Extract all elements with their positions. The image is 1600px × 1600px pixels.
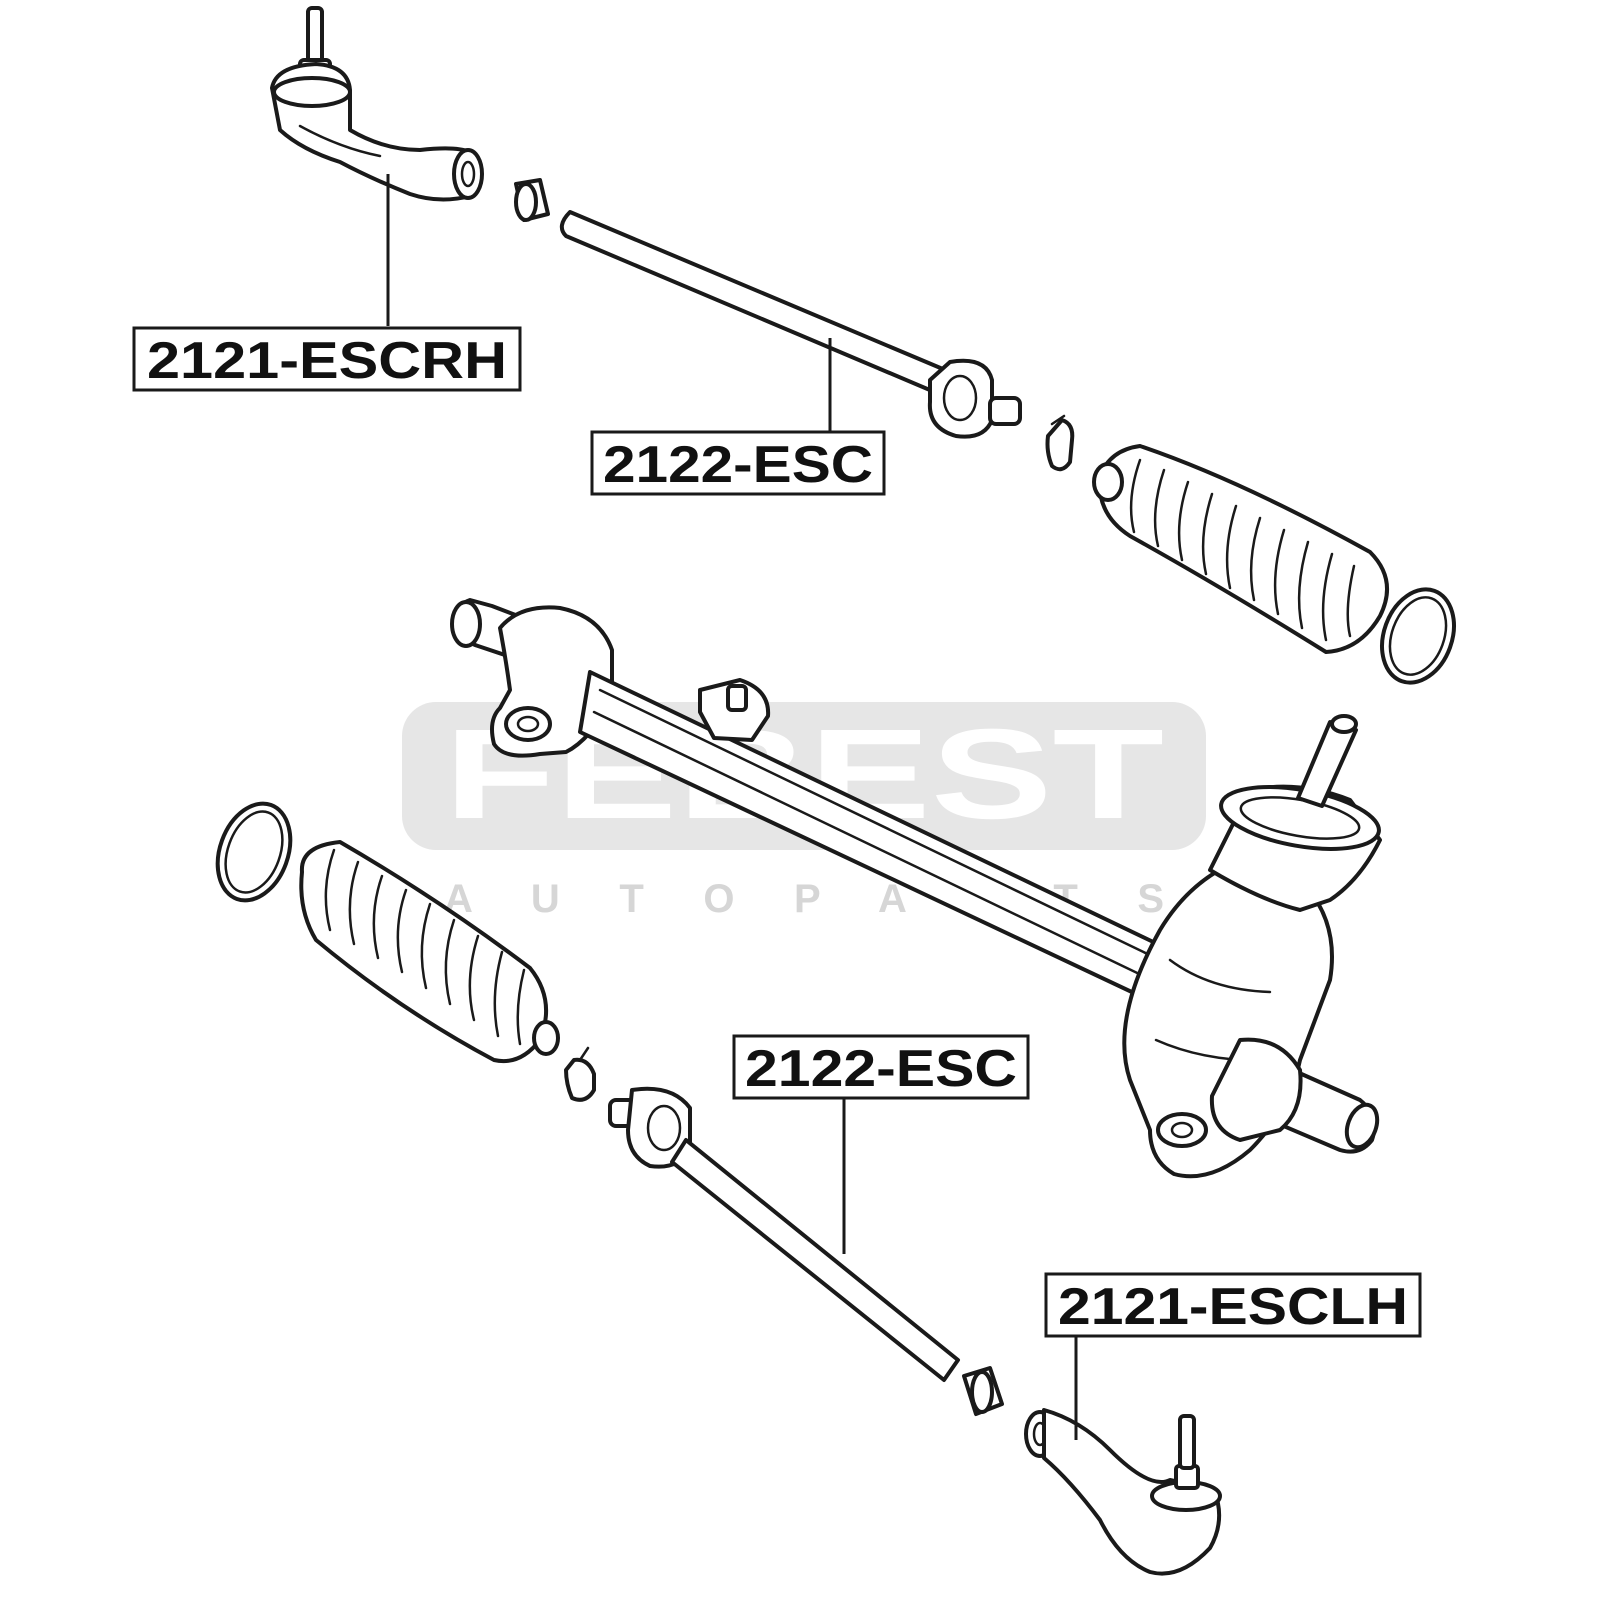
inner-tie-rod-upper — [559, 210, 1022, 439]
label-tie-rod-end-left: 2121-ESCLH — [1044, 1272, 1422, 1338]
boot-clip-lower — [564, 1046, 596, 1102]
boot-lower — [299, 840, 560, 1063]
label-inner-tie-rod-lower: 2122-ESC — [732, 1034, 1030, 1100]
steering-rack-housing — [450, 598, 1382, 1179]
label-text: 2122-ESC — [745, 1040, 1017, 1098]
label-inner-tie-rod-upper: 2122-ESC — [590, 430, 886, 496]
boot-clip-upper — [1045, 414, 1075, 472]
tie-rod-end-left — [1024, 1408, 1222, 1576]
tie-rod-end-right — [270, 6, 484, 202]
inner-tie-rod-lower — [608, 1086, 960, 1382]
lock-nut-upper — [514, 178, 550, 222]
boot-band-lower — [215, 801, 293, 903]
label-tie-rod-end-right: 2121-ESCRH — [132, 326, 522, 392]
label-text: 2122-ESC — [603, 436, 873, 494]
boot-upper — [1092, 444, 1389, 654]
label-text: 2121-ESCLH — [1058, 1278, 1408, 1336]
lock-nut-lower — [962, 1366, 1004, 1416]
label-text: 2121-ESCRH — [147, 332, 507, 390]
